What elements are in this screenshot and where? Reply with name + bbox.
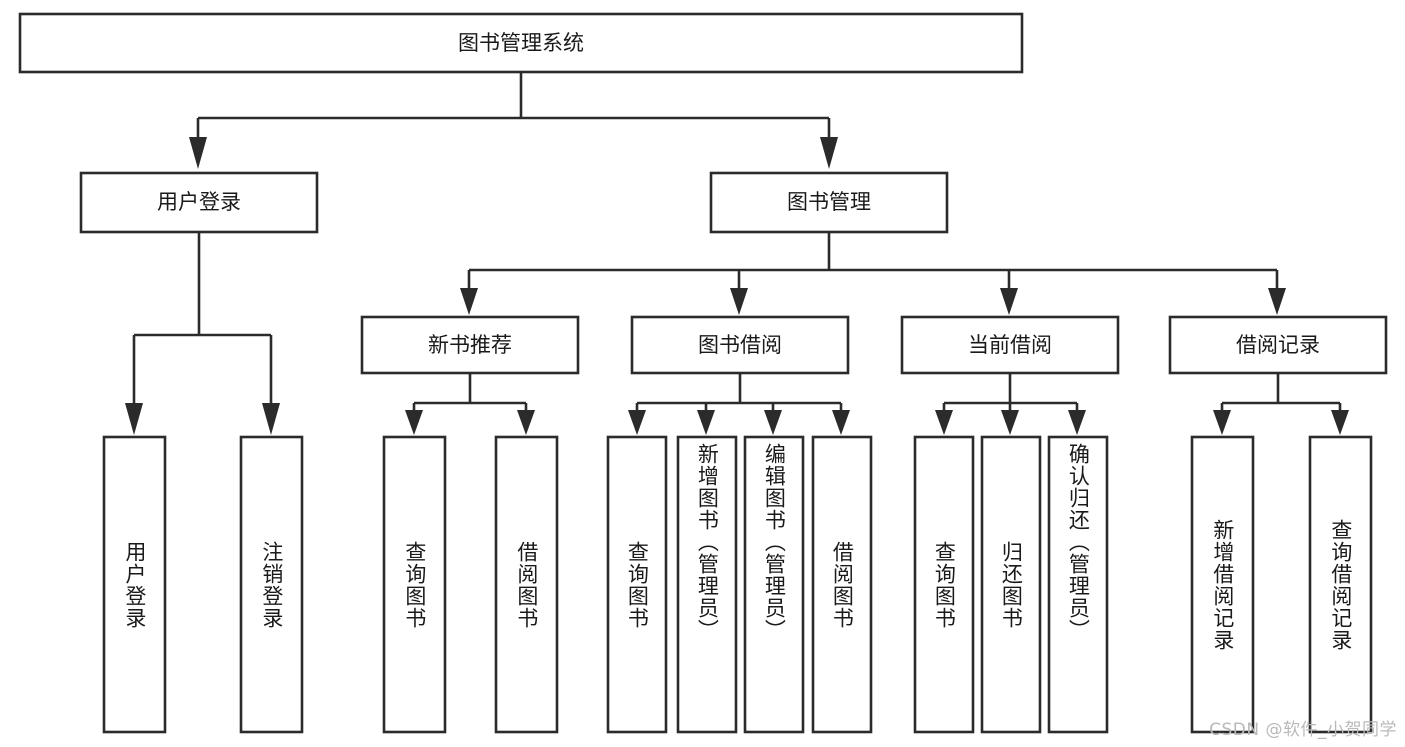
connector-borrow-record-to-leaves	[1213, 373, 1349, 435]
arrow-to-leaf-edit-book	[764, 410, 782, 435]
node-root-system-box	[18, 12, 1024, 74]
connector-root-to-level2	[189, 72, 838, 169]
connector-new-book-recommend-to-leaves	[405, 373, 535, 435]
arrow-to-leaf-return-book	[1001, 410, 1019, 435]
arrow-to-current-borrow	[1000, 288, 1018, 315]
node-book-manage-label: 图书管理	[787, 190, 871, 214]
leaf-box-query-book-3[interactable]	[913, 435, 975, 734]
leaf-box-add-borrow-record[interactable]	[1190, 435, 1255, 734]
node-new-book-recommend-box	[360, 315, 580, 375]
arrow-to-book-borrow	[730, 288, 748, 315]
arrow-to-borrow-record	[1268, 288, 1286, 315]
arrow-to-leaf-user-login	[125, 403, 143, 435]
arrow-to-book-manage	[820, 137, 838, 169]
node-root-system[interactable]: 图书管理系统	[18, 12, 1024, 74]
node-new-book-recommend[interactable]: 新书推荐	[360, 315, 580, 375]
node-current-borrow[interactable]: 当前借阅	[900, 315, 1120, 375]
connector-user-login-to-leaves	[125, 232, 280, 435]
leaf-box-user-login[interactable]	[102, 435, 167, 734]
node-new-book-recommend-label: 新书推荐	[428, 333, 512, 357]
node-current-borrow-box	[900, 315, 1120, 375]
arrow-to-leaf-query-borrow-record	[1331, 410, 1349, 435]
node-book-manage[interactable]: 图书管理	[709, 171, 949, 234]
connector-book-manage-to-level3	[460, 232, 1286, 315]
leaf-box-edit-book[interactable]	[743, 435, 805, 734]
arrow-to-leaf-add-borrow-record	[1213, 410, 1231, 435]
arrow-to-leaf-query-book-1	[405, 410, 423, 435]
watermark-csdn: CSDN @软件_小贺同学	[1209, 720, 1397, 740]
leaf-box-borrow-book-1[interactable]	[494, 435, 559, 734]
arrow-to-leaf-query-book-3	[935, 410, 953, 435]
node-book-borrow-label: 图书借阅	[698, 333, 782, 357]
arrow-to-leaf-query-book-2	[628, 410, 646, 435]
node-book-borrow[interactable]: 图书借阅	[630, 315, 850, 375]
arrow-to-leaf-confirm-return	[1068, 410, 1086, 435]
arrow-to-leaf-logout	[262, 403, 280, 435]
arrow-to-leaf-add-book	[697, 410, 715, 435]
leaf-box-query-book-2[interactable]	[606, 435, 668, 734]
leaf-box-add-book[interactable]	[676, 435, 738, 734]
leaf-box-logout[interactable]	[239, 435, 304, 734]
arrow-to-leaf-borrow-book-2	[832, 410, 850, 435]
arrow-to-user-login	[189, 137, 207, 169]
arrow-to-leaf-borrow-book-1	[517, 410, 535, 435]
arrow-to-new-book-recommend	[460, 288, 478, 315]
node-user-login-box	[79, 171, 319, 234]
node-borrow-record[interactable]: 借阅记录	[1168, 315, 1388, 375]
leaf-box-confirm-return[interactable]	[1047, 435, 1109, 734]
node-current-borrow-label: 当前借阅	[968, 333, 1052, 357]
leaf-box-borrow-book-2[interactable]	[811, 435, 873, 734]
leaf-box-query-book-1[interactable]	[382, 435, 447, 734]
node-user-login[interactable]: 用户登录	[79, 171, 319, 234]
connector-current-borrow-to-leaves	[935, 373, 1086, 435]
node-root-system-label: 图书管理系统	[458, 31, 584, 55]
connector-book-borrow-to-leaves	[628, 373, 850, 435]
leaf-box-return-book[interactable]	[980, 435, 1042, 734]
node-borrow-record-label: 借阅记录	[1236, 333, 1320, 357]
node-user-login-label: 用户登录	[157, 190, 241, 214]
leaf-box-query-borrow-record[interactable]	[1308, 435, 1373, 734]
